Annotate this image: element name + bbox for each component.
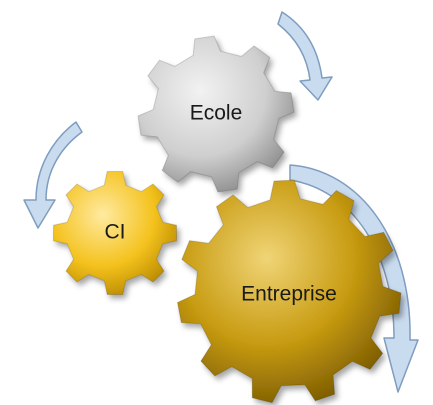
gear-entreprise	[176, 179, 402, 404]
arrow-top-right-icon	[277, 11, 333, 101]
gear-label-ecole: Ecole	[190, 102, 243, 125]
gears-layer	[53, 35, 402, 404]
gear-label-entreprise: Entreprise	[241, 283, 337, 306]
arrow-left-icon	[23, 121, 83, 229]
gear-ci	[53, 171, 177, 295]
gear-label-ci: CI	[105, 221, 126, 244]
gear-ecole	[137, 35, 295, 193]
